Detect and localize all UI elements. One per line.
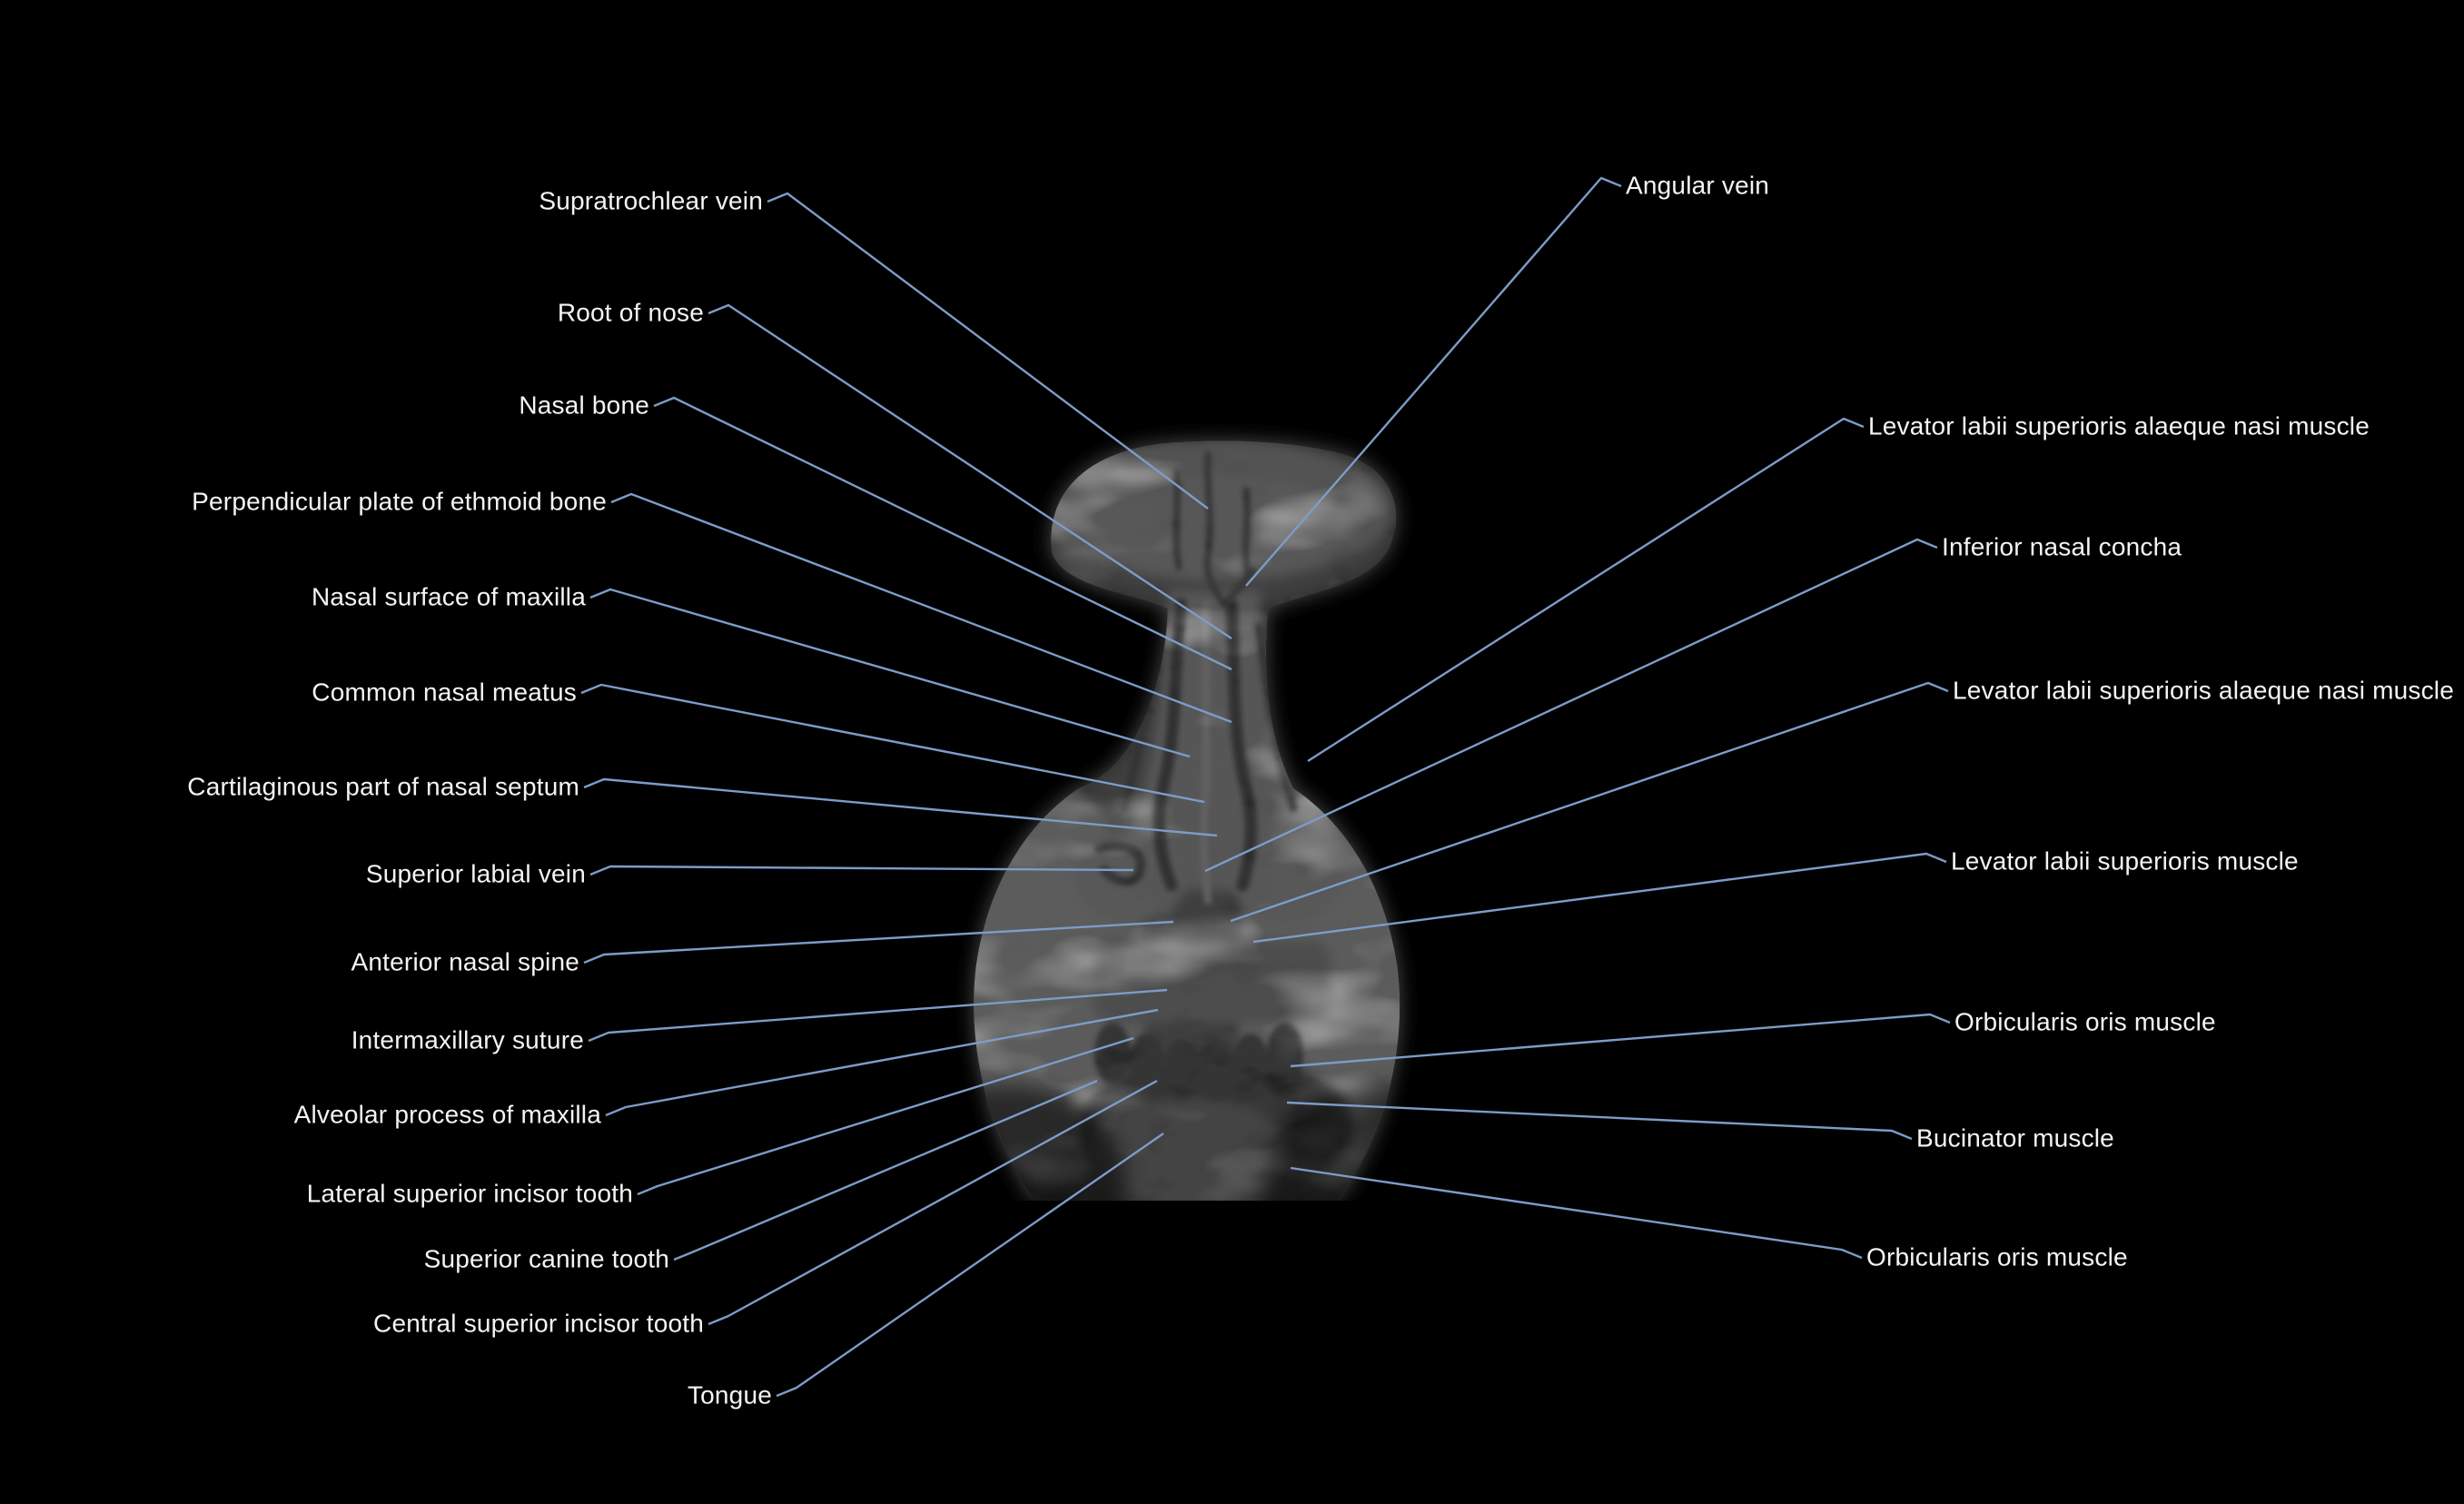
- leader-line-6: [580, 683, 1205, 804]
- leader-line-5: [589, 588, 1191, 758]
- leader-line-16: [1245, 176, 1622, 587]
- leader-line-10: [588, 988, 1168, 1043]
- leader-line-22: [1286, 1101, 1913, 1141]
- leader-line-8: [589, 865, 1134, 876]
- leader-line-18: [1204, 538, 1938, 873]
- leader-line-20: [1252, 852, 1947, 944]
- leader-line-15: [776, 1133, 1164, 1398]
- leader-line-23: [1290, 1166, 1863, 1260]
- leader-line-7: [583, 777, 1218, 837]
- leader-line-14: [708, 1079, 1158, 1326]
- leader-line-12: [637, 1036, 1134, 1196]
- leader-line-11: [605, 1008, 1159, 1117]
- leader-line-1: [767, 192, 1209, 510]
- leader-line-19: [1230, 681, 1949, 923]
- leader-line-9: [583, 920, 1174, 965]
- leader-lines-layer: [580, 176, 1951, 1398]
- leader-line-21: [1290, 1013, 1951, 1068]
- leader-line-3: [653, 396, 1232, 671]
- leader-line-4: [610, 492, 1232, 724]
- leader-line-2: [708, 303, 1232, 640]
- leader-line-13: [673, 1079, 1098, 1262]
- leader-line-17: [1307, 417, 1865, 763]
